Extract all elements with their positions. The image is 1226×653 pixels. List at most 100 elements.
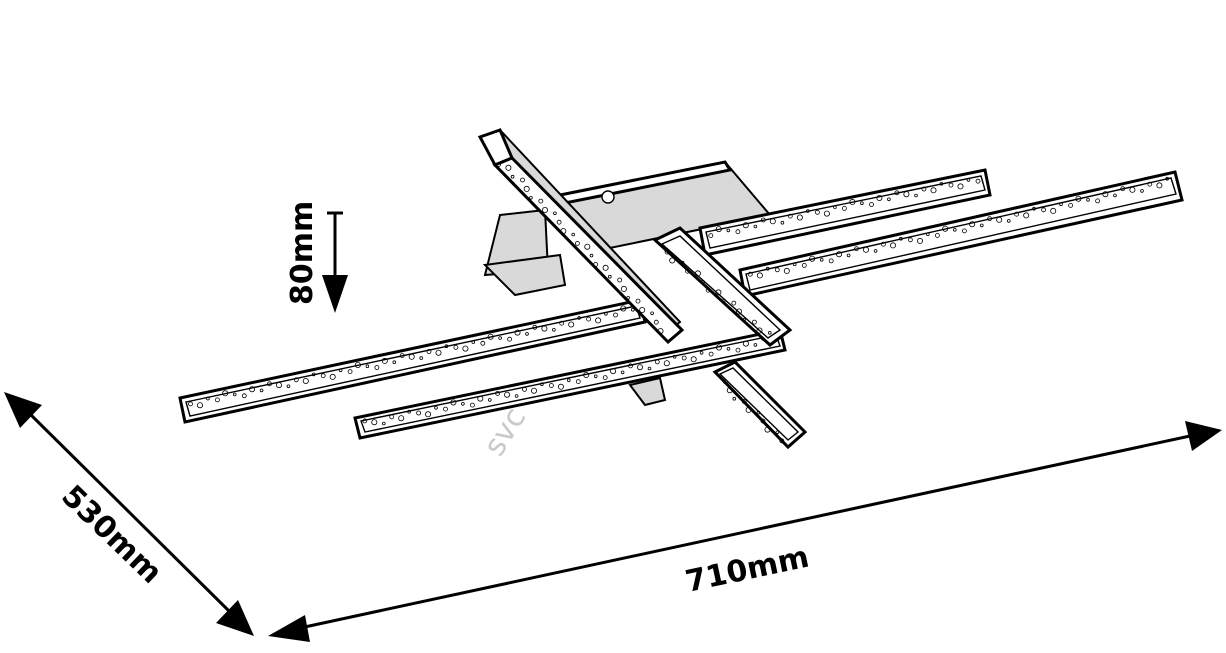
crystal-dot [654, 359, 660, 365]
crystal-dot [939, 182, 944, 186]
crystal-dot [930, 187, 937, 194]
crystal-dot [894, 190, 900, 196]
crystal-dot [663, 360, 670, 367]
crystal-dot [408, 353, 415, 360]
crystal-dot [779, 438, 785, 444]
crystal-dot [510, 174, 515, 179]
crystal-dot [584, 243, 591, 250]
crystal-dot [975, 178, 981, 184]
crystal-dot [1120, 186, 1126, 192]
height-dimension: 80mm [285, 201, 348, 313]
crystal-dot [604, 311, 608, 316]
crystal-dot [577, 316, 581, 320]
crystal-dot [461, 401, 465, 406]
crystal-dot [708, 351, 714, 357]
crystal-dot [514, 394, 519, 398]
crystal-dot [362, 418, 368, 424]
crystal-dot [398, 415, 405, 422]
crystal-dot [196, 402, 203, 409]
crystal-dot [979, 223, 984, 228]
crystal-dot [425, 411, 432, 418]
crystal-dot [742, 318, 746, 322]
crystal-dot [942, 225, 949, 232]
crystal-dot [589, 253, 594, 258]
crystal-dot [1113, 193, 1117, 198]
crystal-pattern [188, 305, 635, 409]
crystal-dot [620, 285, 627, 292]
crystal-dot [389, 414, 395, 420]
crystal-dot [531, 387, 538, 394]
crystal-dot [556, 219, 562, 225]
crystal-dot [1075, 195, 1082, 202]
crystal-dot [690, 356, 697, 363]
crystal-dot [694, 270, 701, 277]
crystal-dot [595, 317, 602, 324]
crystal-dot [540, 382, 544, 387]
crystal-dot [552, 327, 556, 332]
crystal-dot [887, 197, 891, 202]
crystal-dot [647, 366, 652, 371]
crystal-dot [860, 201, 864, 206]
crystal-dot [1050, 207, 1057, 214]
crystal-dot [311, 372, 316, 377]
crystal-dot [952, 228, 957, 232]
crystal-dot [1102, 191, 1109, 198]
crystal-dot [987, 216, 992, 222]
crystal-dot [767, 330, 772, 335]
crystal-dot [669, 257, 676, 264]
crystal-dot [628, 363, 633, 369]
crystal-dot [672, 354, 677, 359]
crystal-dot [1156, 182, 1163, 189]
crystal-dot [392, 360, 397, 365]
crystal-dot [496, 162, 501, 167]
crystal-dot [462, 345, 469, 352]
crystal-dot [416, 410, 422, 416]
crystal-dot [869, 202, 874, 207]
crystal-dot [1068, 202, 1073, 208]
crystal-dot [529, 196, 533, 200]
crystal-dot [732, 396, 737, 401]
crystal-dot [259, 388, 264, 393]
crystal-dot [809, 255, 816, 262]
crystal-dot [338, 368, 343, 373]
crystal-dot [685, 268, 690, 274]
crystal-dot [849, 198, 856, 205]
crystal-dot [760, 217, 766, 223]
crystal-dot [1165, 176, 1169, 181]
crystal-dot [681, 355, 687, 361]
crystal-dot [833, 205, 837, 209]
crystal-dot [480, 340, 486, 346]
crystal-dot [407, 409, 411, 414]
crystal-dot [775, 430, 780, 435]
crystal-dot [293, 377, 299, 383]
crystal-dot [568, 321, 575, 328]
crystal-dot [815, 209, 820, 215]
crystal-dot [716, 344, 723, 351]
crystal-dot [935, 232, 940, 238]
crystal-dot [653, 319, 659, 325]
crystal-dot [854, 246, 859, 252]
crystal-dot [723, 379, 728, 385]
crystal-dot [222, 390, 229, 397]
crystal-pattern [496, 162, 664, 335]
crystal-dot [371, 419, 378, 426]
crystal-dot [996, 216, 1003, 223]
crystal-dot [836, 251, 843, 258]
crystal-dot [559, 320, 565, 326]
led-bar-upper-right [698, 168, 992, 257]
led-bar-diagonal-second [652, 226, 793, 347]
crystal-dot [863, 246, 870, 253]
crystal-dot [783, 267, 790, 274]
crystal-dot [593, 374, 598, 379]
crystal-dot [1059, 202, 1063, 207]
crystal-dot [736, 308, 743, 315]
crystal-dot [399, 353, 405, 359]
crystal-dot [487, 333, 494, 340]
crystal-dot [873, 249, 878, 253]
crystal-dot [780, 220, 785, 225]
crystal-dot [444, 344, 449, 349]
crystal-dot [507, 336, 513, 342]
crystal-dot [805, 209, 810, 213]
crystal-dot [434, 405, 438, 410]
crystal-dot [948, 182, 954, 188]
